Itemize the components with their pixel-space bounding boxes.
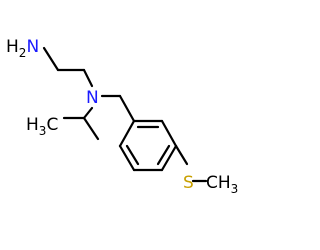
bond-ch2-ring xyxy=(118,94,136,123)
ring-bond-3 xyxy=(160,144,178,172)
ring-double-3 xyxy=(125,144,140,166)
bond-ch2-n xyxy=(82,68,94,88)
ring-bond-6 xyxy=(118,119,136,148)
ring-bond-2 xyxy=(160,119,178,148)
bond-n-ch xyxy=(82,106,94,120)
bond-nh2-ch2 xyxy=(42,46,60,72)
structure-diagram: H2N N H3C S CH3 xyxy=(6,37,239,196)
ring-bond-5 xyxy=(118,144,136,172)
molecule-svg: H2N N H3C S CH3 xyxy=(6,37,238,196)
bond-ch-ch3-down xyxy=(82,116,100,141)
methyl-s-label: CH3 xyxy=(206,173,238,196)
bond-group xyxy=(42,46,208,183)
methyl-left-label: H3C xyxy=(26,115,58,138)
sulfur-label: S xyxy=(183,173,194,193)
atom-labels: H2N N H3C S CH3 xyxy=(6,37,238,196)
ring-double-2 xyxy=(156,144,171,166)
amine-h-label: H2N xyxy=(6,37,39,60)
tertiary-n-label: N xyxy=(86,88,99,108)
bond-ring-s xyxy=(174,144,189,166)
